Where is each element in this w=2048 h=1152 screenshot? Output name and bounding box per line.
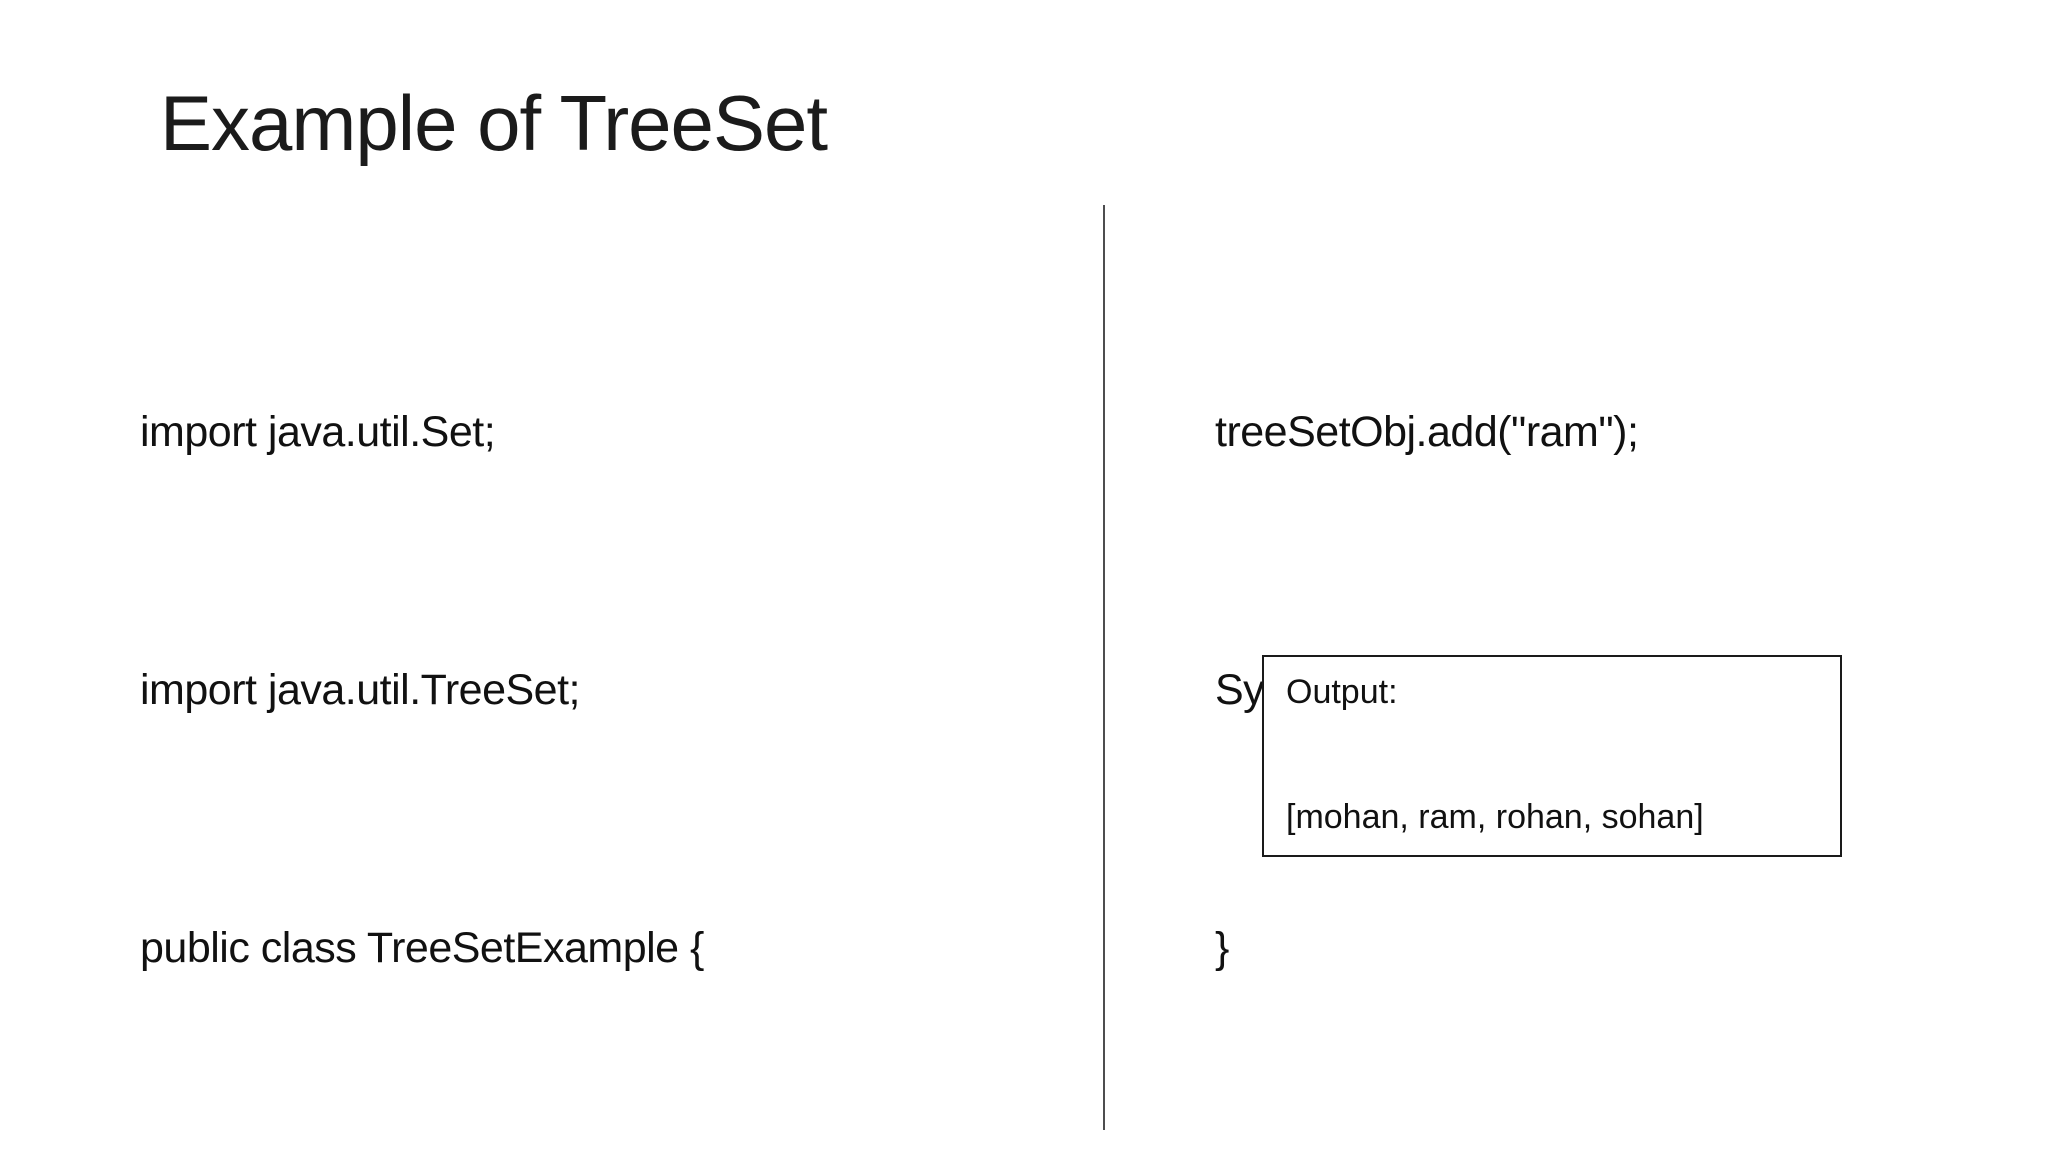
code-column-left: import java.util.Set; import java.util.T… xyxy=(140,217,827,1152)
output-value: [mohan, ram, rohan, sohan] xyxy=(1286,798,1704,836)
code-line: public class TreeSetExample { xyxy=(140,924,704,972)
output-label: Output: xyxy=(1286,673,1398,711)
code-line: import java.util.Set; xyxy=(140,408,496,456)
code-line: import java.util.TreeSet; xyxy=(140,666,580,714)
output-box: Output: [mohan, ram, rohan, sohan] xyxy=(1262,655,1842,857)
slide-title: Example of TreeSet xyxy=(160,79,828,167)
column-divider-line xyxy=(1103,205,1105,1130)
code-line: } xyxy=(1215,924,1229,972)
code-line: treeSetObj.add("ram"); xyxy=(1215,408,1639,456)
